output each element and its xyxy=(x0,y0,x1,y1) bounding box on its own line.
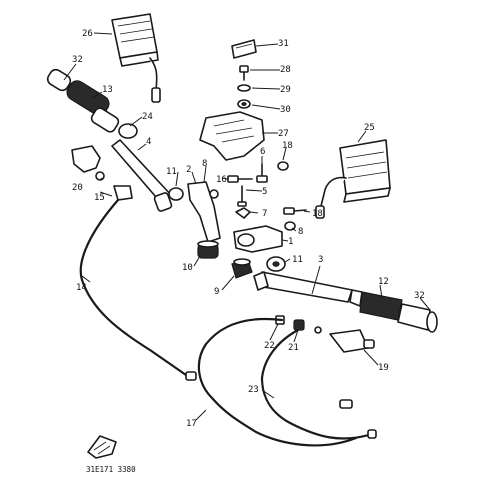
clutch-cable xyxy=(79,185,197,381)
part-label-21: 21 xyxy=(288,343,299,353)
top-clamp-cap xyxy=(231,39,257,59)
part-label-9: 9 xyxy=(214,287,219,297)
left-grip-assembly xyxy=(46,68,138,139)
right-collar xyxy=(266,256,286,272)
part-label-16: 16 xyxy=(216,175,227,185)
handlebar-holder xyxy=(233,225,283,253)
part-label-15: 15 xyxy=(94,193,105,203)
part-numbers: 26 32 13 24 4 31 28 29 30 27 25 6 18 8 2… xyxy=(72,29,425,429)
part-label-4: 4 xyxy=(146,137,151,147)
part-label-8: 8 xyxy=(202,159,207,169)
part-label-32-left: 32 xyxy=(72,55,83,65)
part-label-31: 31 xyxy=(278,39,289,49)
catalog-code: 31E171 3380 xyxy=(86,465,136,474)
throttle-grip xyxy=(349,289,438,333)
part-label-1: 1 xyxy=(288,237,293,247)
left-mirror xyxy=(111,13,161,103)
hand-pointer-icon xyxy=(87,435,117,459)
part-label-28: 28 xyxy=(280,65,291,75)
center-clamp-holder xyxy=(168,181,221,243)
part-label-19: 19 xyxy=(378,363,389,373)
part-label-27: 27 xyxy=(278,129,289,139)
right-mirror xyxy=(315,139,391,219)
part-label-5: 5 xyxy=(262,187,267,197)
left-handlebar xyxy=(111,139,173,212)
part-label-18: 18 xyxy=(282,141,293,151)
part-label-22: 22 xyxy=(264,341,275,351)
clutch-lever-holder xyxy=(71,145,105,181)
part-label-3: 3 xyxy=(318,255,323,265)
part-label-13: 13 xyxy=(102,85,113,95)
part-label-10: 10 xyxy=(182,263,193,273)
part-label-18-right: 18 xyxy=(312,209,323,219)
part-label-14: 14 xyxy=(76,283,87,293)
part-label-25: 25 xyxy=(364,123,375,133)
part-label-20: 20 xyxy=(72,183,83,193)
small-fasteners xyxy=(227,175,253,219)
part-label-23: 23 xyxy=(248,385,259,395)
part-label-30: 30 xyxy=(280,105,291,115)
right-handlebar xyxy=(253,271,353,303)
clamp-bolt-set xyxy=(237,65,251,109)
part-label-24: 24 xyxy=(142,112,153,122)
rubber-dampers xyxy=(197,240,253,279)
part-label-11-left: 11 xyxy=(166,167,177,177)
leader-lines xyxy=(63,32,431,421)
part-label-2: 2 xyxy=(186,165,191,175)
part-label-12: 12 xyxy=(378,277,389,287)
part-label-11-right: 11 xyxy=(292,255,303,265)
throttle-cables xyxy=(197,315,377,447)
part-label-29: 29 xyxy=(280,85,291,95)
part-label-7: 7 xyxy=(262,209,267,219)
part-label-6: 6 xyxy=(260,147,265,157)
master-cylinder-bracket xyxy=(199,111,265,161)
bolt-and-collar xyxy=(256,161,289,183)
part-label-17: 17 xyxy=(186,419,197,429)
part-label-32-right: 32 xyxy=(414,291,425,301)
part-label-8-right: 8 xyxy=(298,227,303,237)
part-label-26: 26 xyxy=(82,29,93,39)
